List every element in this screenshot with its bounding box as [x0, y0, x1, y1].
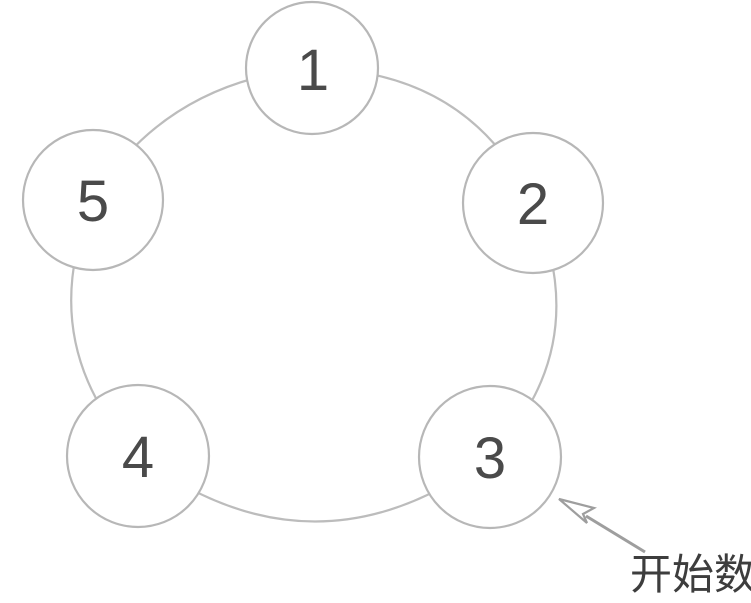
annotation-label: 开始数	[630, 551, 751, 598]
node-4-label: 4	[122, 425, 154, 490]
node-5: 5	[21, 128, 165, 272]
node-5-label: 5	[77, 169, 109, 234]
node-4: 4	[65, 383, 211, 529]
annotation-arrow-line	[585, 514, 646, 554]
node-3-label: 3	[474, 426, 506, 491]
node-2-circle	[461, 131, 605, 275]
node-5-circle	[21, 128, 165, 272]
node-2: 2	[461, 131, 605, 275]
node-3: 3	[417, 384, 563, 530]
node-1-label: 1	[297, 38, 329, 103]
annotation-arrow	[558, 497, 646, 554]
node-1: 1	[244, 0, 380, 136]
node-4-circle	[65, 383, 211, 529]
annotation-arrowhead-icon	[558, 497, 597, 524]
node-1-circle	[244, 0, 380, 136]
node-2-label: 2	[517, 172, 549, 237]
node-3-circle	[417, 384, 563, 530]
